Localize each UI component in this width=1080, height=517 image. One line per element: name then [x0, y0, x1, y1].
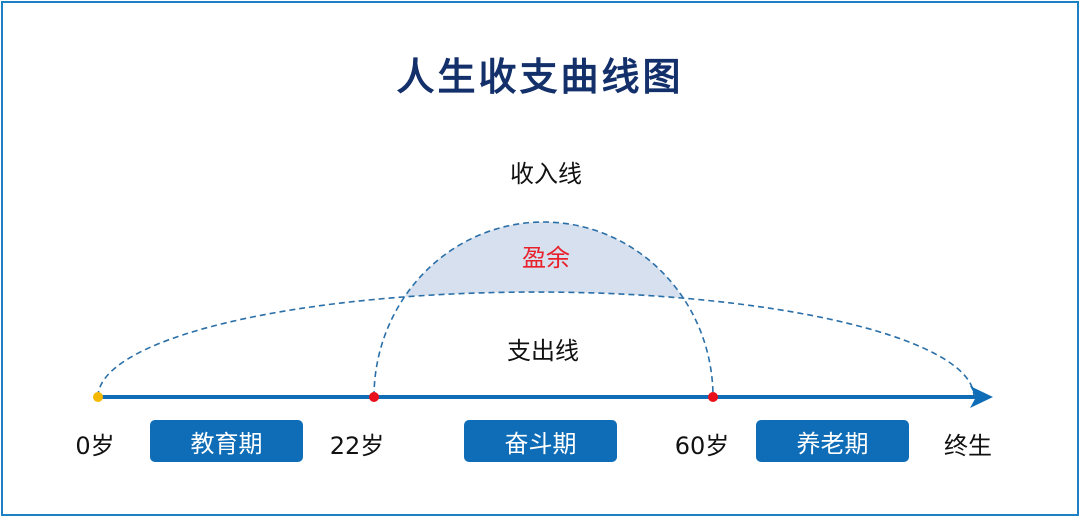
phase-education: 教育期 [150, 420, 303, 462]
tick-age-0: 0岁 [75, 432, 115, 460]
surplus-label: 盈余 [522, 244, 570, 272]
income-line-label: 收入线 [510, 160, 582, 188]
axis-arrow-icon [970, 386, 993, 408]
expense-line-label: 支出线 [507, 337, 579, 365]
phase-striving: 奋斗期 [464, 420, 617, 462]
tick-age-60: 60岁 [674, 432, 730, 460]
marker-age-60 [708, 392, 718, 402]
tick-lifetime: 终生 [944, 432, 992, 460]
tick-age-22: 22岁 [329, 432, 385, 460]
marker-age-0 [93, 392, 103, 402]
marker-age-22 [369, 392, 379, 402]
income-curve [373, 221, 714, 398]
diagram-title: 人生收支曲线图 [396, 55, 684, 99]
surplus-area [374, 221, 713, 397]
phase-retirement: 养老期 [756, 420, 909, 462]
